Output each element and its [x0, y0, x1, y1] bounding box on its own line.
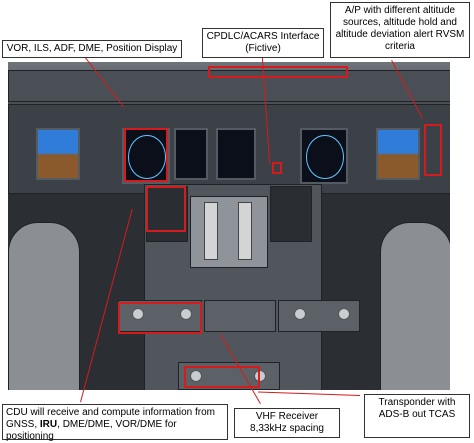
highlight-transponder: [184, 366, 260, 388]
highlight-left-nd: [124, 128, 168, 182]
label-position-display: VOR, ILS, ADF, DME, Position Display: [2, 40, 182, 58]
label-cpdlc-text: CPDLC/ACARS Interface (Fictive): [206, 31, 320, 54]
label-cdu-text-iru: IRU: [39, 419, 58, 430]
label-cdu-text-prefix: CDU will receive and compute information…: [6, 407, 215, 430]
label-autopilot-text: A/P with different altitude sources, alt…: [335, 5, 465, 52]
label-transponder-text: Transponder with ADS-B out TCAS: [378, 397, 456, 420]
cockpit-photo: [8, 62, 450, 390]
glareshield-panel: [8, 70, 450, 102]
transponder-knob: [190, 370, 202, 382]
highlight-right-ap: [424, 124, 442, 176]
radio-panel-right: [278, 300, 360, 332]
label-cdu: CDU will receive and compute information…: [2, 404, 228, 442]
label-position-display-text: VOR, ILS, ADF, DME, Position Display: [6, 43, 178, 54]
radio-knob: [338, 308, 350, 320]
radio-panel-center: [204, 300, 276, 332]
highlight-cdu: [146, 186, 186, 232]
label-cdu-text-suffix: , DME/DME, VOR/DME for positioning: [6, 419, 177, 442]
left-pfd-display: [36, 128, 80, 180]
label-transponder: Transponder with ADS-B out TCAS: [364, 394, 470, 438]
left-seat: [8, 222, 80, 390]
label-autopilot: A/P with different altitude sources, alt…: [330, 2, 470, 58]
leader-transponder: [258, 391, 361, 396]
right-cdu: [270, 186, 312, 242]
right-nd-display: [300, 128, 348, 184]
throttle-quadrant: [190, 196, 268, 268]
radio-knob: [294, 308, 306, 320]
highlight-cpdlc: [272, 162, 282, 174]
right-seat: [380, 222, 450, 390]
transponder-knob: [254, 370, 266, 382]
right-pfd-display: [376, 128, 420, 180]
center-display: [216, 128, 256, 180]
label-vhf: VHF Receiver 8,33kHz spacing: [234, 408, 340, 438]
upper-eicas-display: [174, 128, 208, 180]
thrust-lever-left: [204, 202, 218, 260]
thrust-lever-right: [238, 202, 252, 260]
radio-knob: [180, 308, 192, 320]
label-vhf-text: VHF Receiver 8,33kHz spacing: [250, 411, 324, 434]
highlight-vhf: [118, 302, 202, 334]
radio-knob: [132, 308, 144, 320]
label-cpdlc: CPDLC/ACARS Interface (Fictive): [202, 28, 324, 58]
left-nd-display: [122, 128, 170, 184]
highlight-mcp: [208, 66, 348, 78]
